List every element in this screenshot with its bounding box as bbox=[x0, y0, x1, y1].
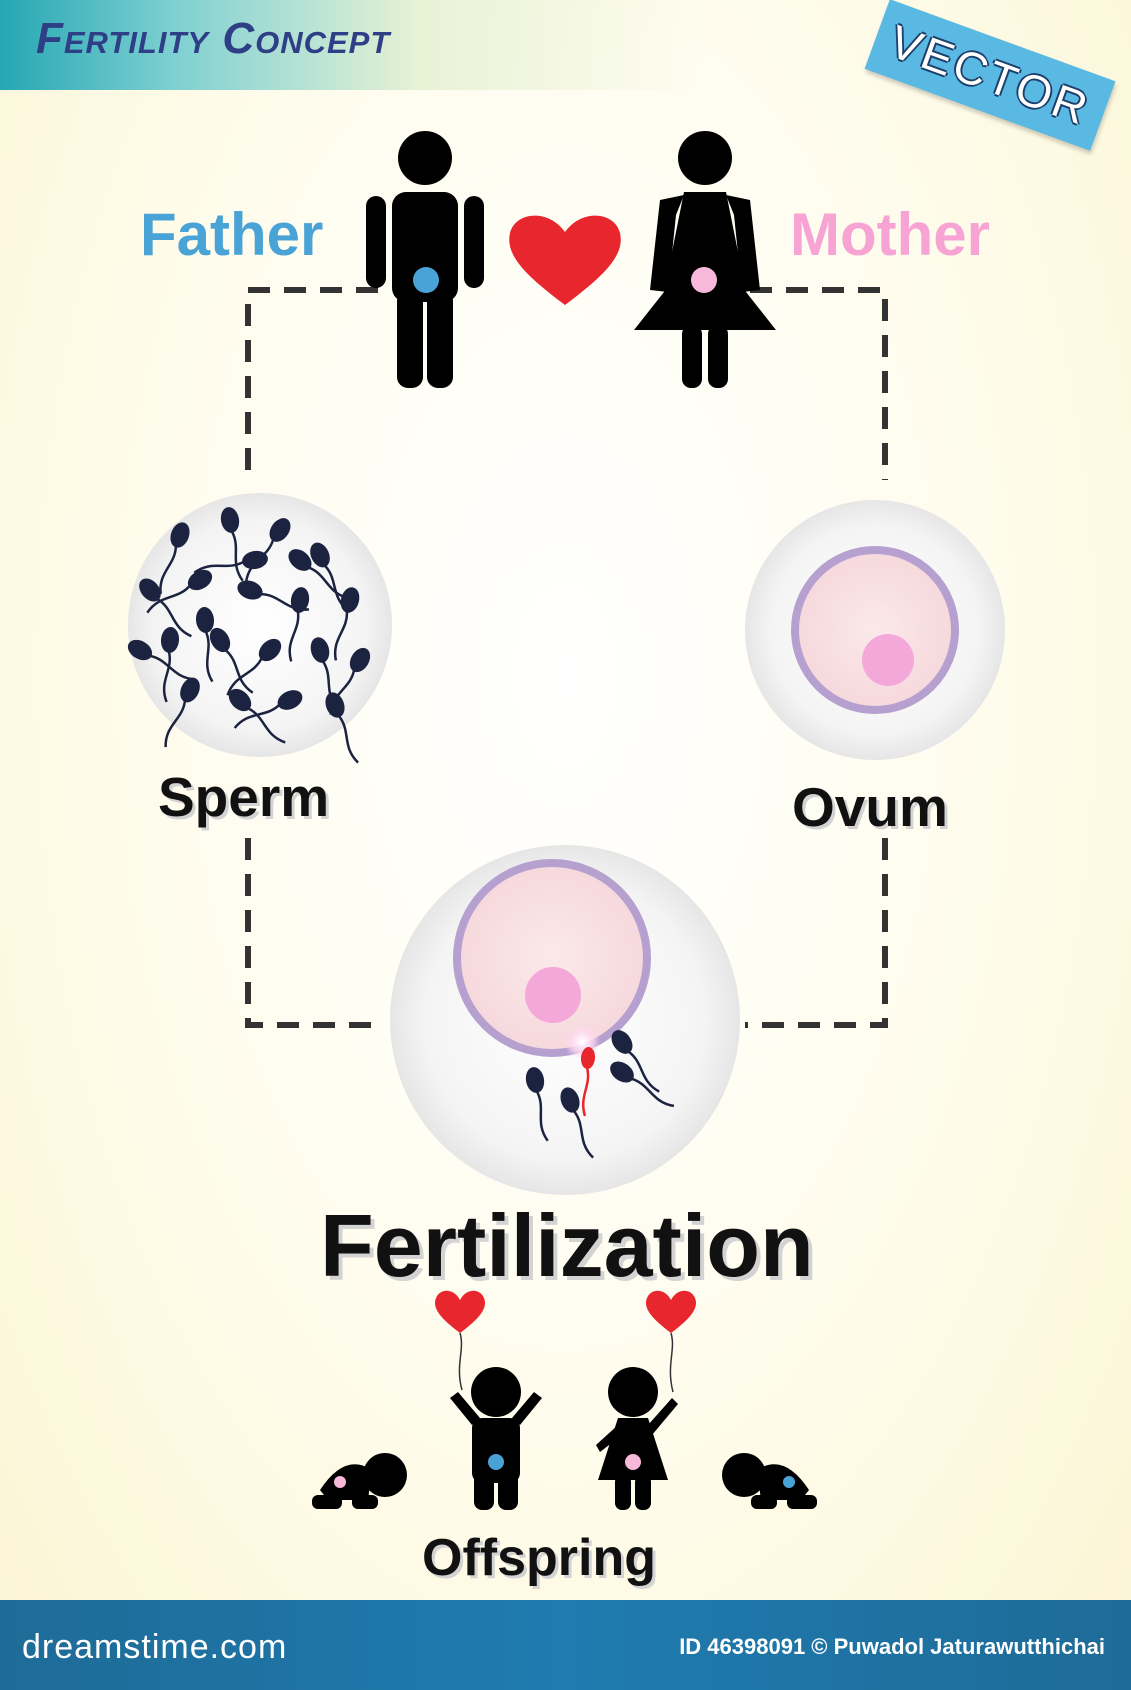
baby-icon bbox=[722, 1453, 817, 1509]
mother-label: Mother bbox=[790, 201, 990, 268]
sperm-icon bbox=[122, 493, 392, 768]
child-icon bbox=[596, 1367, 678, 1510]
offspring-group bbox=[312, 1290, 817, 1510]
balloon-icon bbox=[435, 1290, 696, 1393]
sperm-label: Sperm bbox=[158, 766, 330, 828]
footer-credit: ID 46398091 © Puwadol Jaturawutthichai bbox=[679, 1634, 1105, 1659]
ovum-label: Ovum bbox=[792, 776, 948, 838]
ovum-icon bbox=[745, 500, 1005, 760]
footer-bar: dreamstime.com ID 46398091 © Puwadol Jat… bbox=[0, 1600, 1131, 1690]
child-icon bbox=[450, 1367, 542, 1510]
offspring-label: Offspring bbox=[422, 1529, 656, 1587]
title-bar bbox=[0, 0, 700, 90]
fertilization-label: Fertilization bbox=[320, 1196, 814, 1295]
page-title: Fertility Concept bbox=[36, 14, 391, 63]
fertility-diagram bbox=[122, 131, 1005, 1510]
woman-icon bbox=[634, 131, 776, 388]
heart-icon bbox=[509, 215, 621, 305]
baby-icon bbox=[312, 1453, 407, 1509]
man-icon bbox=[366, 131, 484, 388]
fertilization-icon bbox=[390, 845, 740, 1195]
dashed-connectors bbox=[245, 287, 888, 1028]
father-label: Father bbox=[140, 201, 324, 268]
footer-brand[interactable]: dreamstime.com bbox=[22, 1628, 288, 1666]
